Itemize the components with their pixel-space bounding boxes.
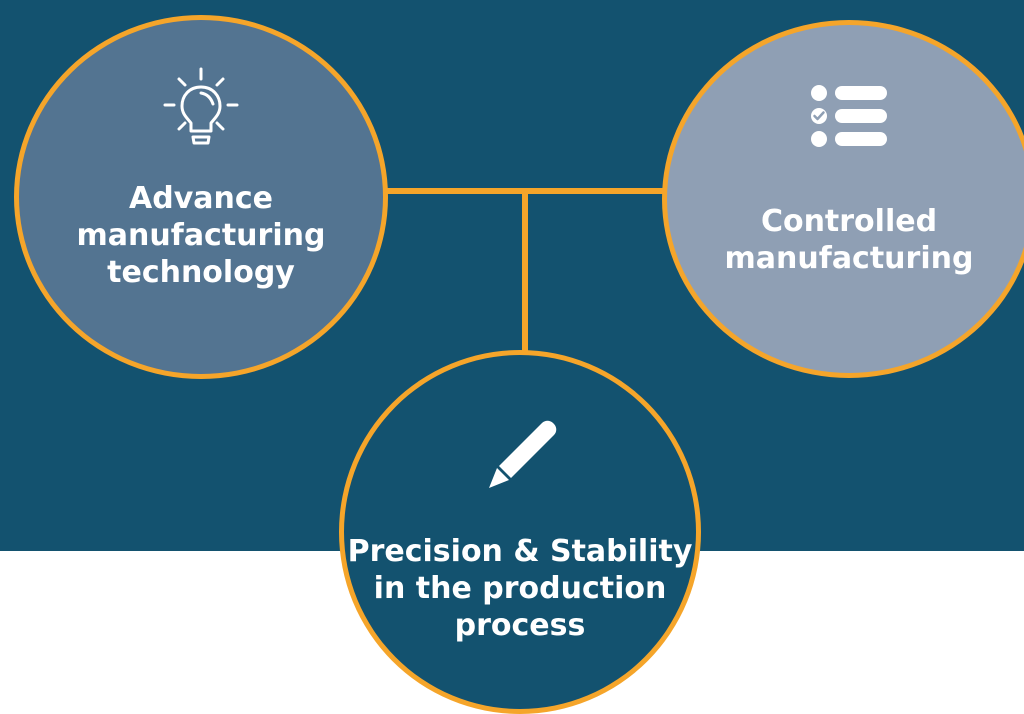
- lightbulb-icon: [19, 65, 383, 159]
- node-advance-manufacturing-technology: Advance manufacturing technology: [14, 15, 388, 379]
- vertical-connector-line: [522, 188, 528, 358]
- node-label: Controlled manufacturing: [724, 204, 974, 276]
- checklist-icon: [667, 83, 1024, 153]
- node-label: Advance manufacturing technology: [76, 181, 326, 290]
- node-label: Precision & Stability in the production …: [347, 534, 693, 643]
- pencil-icon: [344, 417, 696, 501]
- node-precision-stability: Precision & Stability in the production …: [339, 350, 701, 714]
- node-controlled-manufacturing: Controlled manufacturing: [662, 20, 1024, 378]
